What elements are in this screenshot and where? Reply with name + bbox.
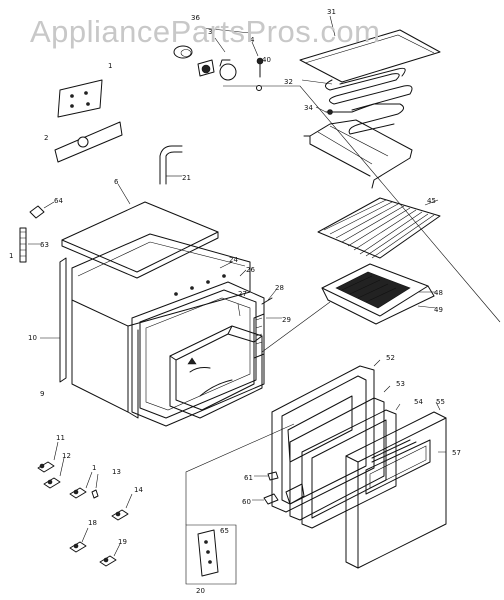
switch-panel: [54, 121, 123, 163]
oven-rack: [317, 197, 441, 259]
broiler-pan: [321, 263, 437, 325]
label-65: 65: [220, 527, 229, 535]
label-10: 10: [28, 334, 37, 342]
label-32: 32: [284, 78, 293, 86]
label-9: 9: [40, 390, 44, 398]
label-12: 12: [62, 452, 71, 460]
label-48: 48: [434, 289, 443, 297]
label-3: 3: [208, 28, 212, 36]
label-2: 2: [44, 134, 48, 142]
label-28: 28: [275, 284, 284, 292]
guide-line-lower: [261, 301, 331, 353]
label-6: 6: [114, 178, 119, 186]
label-60: 60: [242, 498, 251, 506]
label-55: 55: [436, 398, 445, 406]
oven-liner: [169, 303, 263, 419]
bake-element: [315, 103, 404, 135]
label-11: 11: [56, 434, 65, 442]
hinge-assembly-callout: [185, 423, 295, 585]
vent-tube: [159, 145, 183, 185]
oven-rack-upper: [303, 119, 413, 189]
broil-element-cover: [299, 15, 441, 83]
wire-harness: [19, 201, 55, 263]
broil-element: [301, 67, 413, 111]
label-21: 21: [182, 174, 191, 182]
label-61: 61: [244, 474, 253, 482]
control-panel-plate: [57, 79, 103, 118]
label-36: 36: [191, 14, 200, 22]
label-20: 20: [196, 587, 205, 595]
cabinet-top: [61, 183, 219, 279]
label-18: 18: [88, 519, 97, 527]
label-1: 1: [108, 62, 112, 70]
label-1c: 1: [92, 464, 96, 472]
label-64: 64: [54, 197, 63, 205]
label-53: 53: [396, 380, 405, 388]
label-54: 54: [414, 398, 423, 406]
label-13: 13: [112, 468, 121, 476]
label-34: 34: [304, 104, 313, 112]
small-hardware: [37, 441, 133, 567]
label-49: 49: [434, 306, 443, 314]
label-45: 45: [427, 197, 436, 205]
label-4: 4: [250, 36, 255, 44]
label-29: 29: [282, 316, 291, 324]
label-52: 52: [386, 354, 395, 362]
label-14: 14: [134, 486, 143, 494]
label-40: 40: [262, 56, 271, 64]
label-26: 26: [246, 266, 255, 274]
oven-door-assembly: [252, 359, 447, 569]
label-24: 24: [229, 256, 238, 264]
label-57: 57: [452, 449, 461, 457]
hinge-bracket: [253, 289, 282, 359]
label-19: 19: [118, 538, 127, 546]
guide-line: [223, 85, 501, 323]
label-63: 63: [40, 241, 49, 249]
label-31: 31: [327, 8, 336, 16]
part-numbers: 1 2 36 3 4 40 31 32 34 21 6 64 63 1 45 2…: [9, 8, 461, 595]
oven-cabinet: [40, 233, 265, 427]
label-1b: 1: [9, 252, 13, 260]
oven-lamp-parts: [173, 27, 264, 91]
label-27: 27: [238, 290, 247, 298]
